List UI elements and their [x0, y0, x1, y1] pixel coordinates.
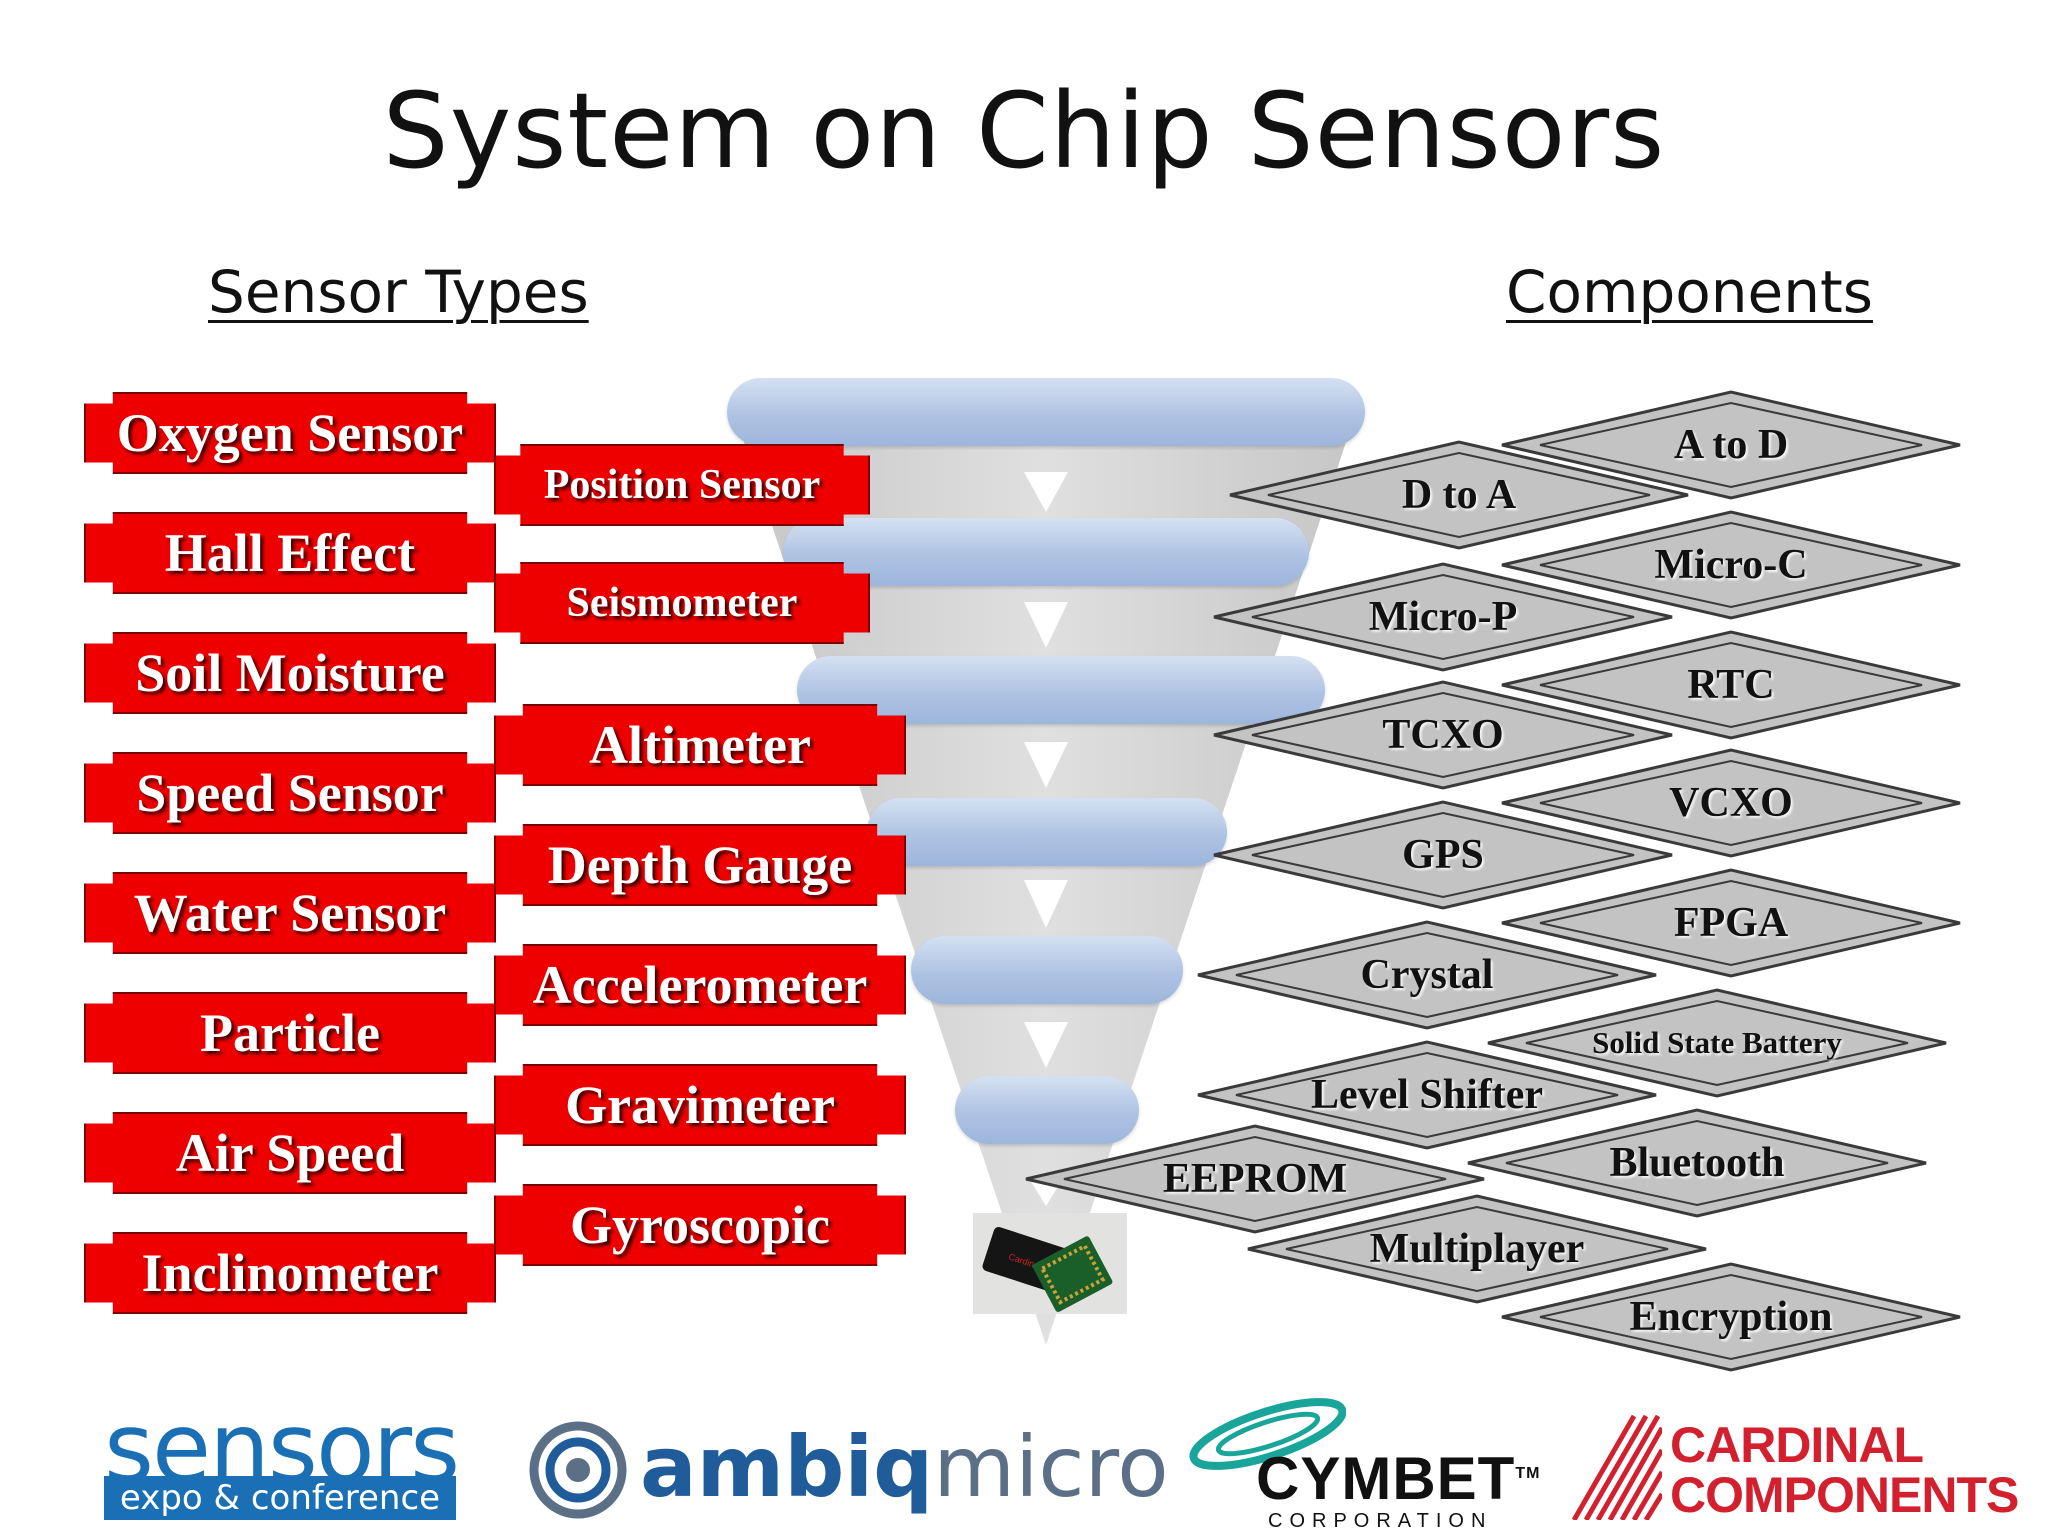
component-level-shifter: Level Shifter: [1196, 1040, 1658, 1150]
sensor-gyroscopic: Gyroscopic: [494, 1184, 906, 1266]
components-heading: Components: [1506, 258, 1873, 326]
sensor-gravimeter: Gravimeter: [494, 1064, 906, 1146]
chip-photo: Cardinal: [973, 1213, 1127, 1314]
funnel-bar-2: [783, 518, 1309, 586]
component-micro-p: Micro-P: [1212, 562, 1674, 672]
component-rtc: RTC: [1500, 630, 1962, 740]
cymbet-logo-sub: CORPORATION: [1268, 1510, 1493, 1532]
funnel-bar-1: [727, 378, 1365, 446]
funnel-bar-3: [797, 656, 1325, 724]
funnel-arrow: [1024, 1022, 1068, 1068]
ambiq-micro-logo: ambiqmicro: [528, 1418, 1169, 1522]
sensor-air-speed: Air Speed: [84, 1112, 496, 1194]
funnel-arrow: [1024, 880, 1068, 928]
ambiq-logo-text: ambiqmicro: [640, 1418, 1169, 1516]
sensor-water: Water Sensor: [84, 872, 496, 954]
cymbet-logo: CYMBETTM CORPORATION: [1176, 1384, 1539, 1534]
component-d-to-a: D to A: [1228, 440, 1690, 550]
component-micro-c: Micro-C: [1500, 510, 1962, 620]
sensor-speed: Speed Sensor: [84, 752, 496, 834]
component-solid-state-battery: Solid State Battery: [1486, 988, 1948, 1098]
component-bluetooth: Bluetooth: [1466, 1108, 1928, 1218]
sensor-types-heading: Sensor Types: [208, 258, 589, 326]
component-crystal: Crystal: [1196, 920, 1658, 1030]
funnel-bar-5: [911, 936, 1183, 1004]
sensors-expo-logo: sensors expo & conference: [104, 1392, 460, 1522]
funnel-bar-4: [867, 798, 1227, 866]
sensor-altimeter: Altimeter: [494, 704, 906, 786]
sensor-hall-effect: Hall Effect: [84, 512, 496, 594]
component-multiplayer: Multiplayer: [1246, 1194, 1708, 1304]
cymbet-logo-name: CYMBETTM: [1256, 1445, 1541, 1512]
component-tcxo: TCXO: [1212, 680, 1674, 790]
funnel-bar-6: [955, 1076, 1139, 1144]
ambiq-swirl-icon: [529, 1421, 627, 1519]
sensor-depth-gauge: Depth Gauge: [494, 824, 906, 906]
funnel-arrow: [1024, 472, 1068, 512]
funnel-arrows: [1024, 472, 1068, 1206]
sensor-particle: Particle: [84, 992, 496, 1074]
component-fpga: FPGA: [1500, 868, 1962, 978]
cymbet-orbit-icon: [1189, 1398, 1346, 1470]
component-eeprom: EEPROM: [1024, 1124, 1486, 1234]
component-a-to-d: A to D: [1500, 390, 1962, 500]
chip-green: [1032, 1236, 1113, 1312]
sensor-oxygen: Oxygen Sensor: [84, 392, 496, 474]
component-encryption: Encryption: [1500, 1262, 1962, 1372]
sensor-soil-moisture: Soil Moisture: [84, 632, 496, 714]
sensor-accelerometer: Accelerometer: [494, 944, 906, 1026]
sensor-inclinometer: Inclinometer: [84, 1232, 496, 1314]
sensors-logo-tagline: expo & conference: [104, 1476, 456, 1520]
funnel-cone: [730, 400, 1360, 1345]
funnel-arrow: [1024, 602, 1068, 648]
funnel-arrow: [1024, 742, 1068, 788]
cardinal-logo-text: CARDINAL COMPONENTS: [1670, 1417, 2019, 1523]
sensor-position: Position Sensor: [494, 444, 870, 526]
component-gps: GPS: [1212, 800, 1674, 910]
component-vcxo: VCXO: [1500, 748, 1962, 858]
cardinal-stripes-icon: [1571, 1414, 1662, 1520]
cardinal-components-logo: CARDINAL COMPONENTS: [1570, 1414, 2019, 1526]
slide-title: System on Chip Sensors: [382, 70, 1666, 192]
sensor-seismometer: Seismometer: [494, 562, 870, 644]
